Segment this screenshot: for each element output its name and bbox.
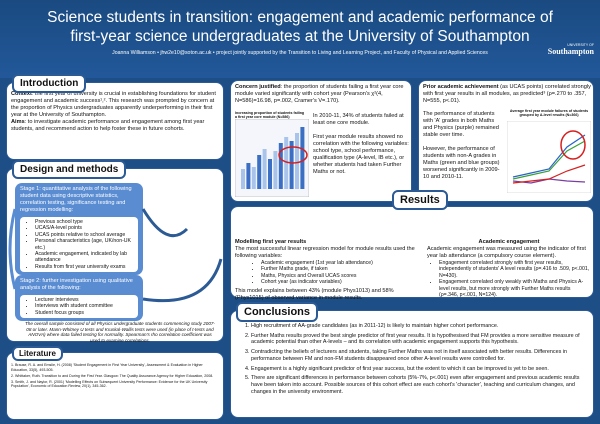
list-item: UCAS/A-level points xyxy=(35,225,135,231)
list-item: Academic engagement, indicated by lab at… xyxy=(35,251,135,264)
list-item: There are significant differences in per… xyxy=(251,375,591,395)
literature-item: 3. Smith, J. and Naylor, R. (2001) 'Mode… xyxy=(11,379,208,389)
stage2-list: Lecturer interviewsInterviews with stude… xyxy=(23,297,135,316)
university-logo: UNIVERSITY OF Southampton xyxy=(547,43,594,56)
list-item: Engagement correlated only weakly with M… xyxy=(439,279,591,298)
results-heading: Results xyxy=(392,190,448,210)
bar xyxy=(289,141,294,189)
modelling-section: Modelling first year results The most su… xyxy=(235,239,415,302)
poster-header xyxy=(0,0,600,78)
literature-heading: Literature xyxy=(12,346,63,361)
list-item: Engagement is a highly significant predi… xyxy=(251,366,591,373)
highlight-ellipse xyxy=(560,130,586,160)
design-box: Stage 1: quantitative analysis of the fo… xyxy=(6,168,224,343)
list-item: Previous school type xyxy=(35,219,135,225)
list-item: UCAS points relative to school average xyxy=(35,232,135,238)
bar xyxy=(268,159,272,189)
list-item: Student focus groups xyxy=(35,310,135,316)
concern-box: Concern justified: the proportion of stu… xyxy=(230,80,412,202)
concern-side-text2: First year module results showed no corr… xyxy=(313,134,409,175)
conclusions-box: High recruitment of AA-grade candidates … xyxy=(230,310,594,418)
stage2-panel: Stage 2: further investigation using qua… xyxy=(15,275,143,322)
concern-side-text1: In 2010-11, 34% of students failed at le… xyxy=(313,113,404,126)
introduction-text: Context: the first year of university is… xyxy=(11,91,216,132)
bar xyxy=(295,133,299,189)
design-heading: Design and methods xyxy=(12,160,127,179)
list-item: Further Maths results proved the best si… xyxy=(251,333,591,346)
bar xyxy=(257,155,262,189)
stage1-list: Previous school typeUCAS/A-level pointsU… xyxy=(23,219,135,270)
prior-achievement-box: Prior academic achievement (as UCAS poin… xyxy=(418,80,594,202)
engagement-section: Academic engagement Academic engagement … xyxy=(427,239,591,298)
bar xyxy=(241,169,245,189)
introduction-heading: Introduction xyxy=(12,74,87,93)
concern-chart-caption: Increasing proportion of students failin… xyxy=(235,111,305,119)
literature-list: 1. Brause, R. A. and Emslie, H. (2008) '… xyxy=(11,363,219,390)
series-line xyxy=(512,140,586,180)
list-item: Maths, Physics and Overall UCAS scores xyxy=(261,273,415,279)
prior-chart-caption: Average first year module failures of st… xyxy=(509,109,589,117)
list-item: Contradicting the beliefs of lecturers a… xyxy=(251,349,591,362)
series-line xyxy=(512,164,586,184)
results-box: Modelling first year results The most su… xyxy=(230,206,594,301)
bar xyxy=(300,127,305,189)
introduction-box: Context: the first year of university is… xyxy=(6,82,224,160)
literature-item: 1. Brause, R. A. and Emslie, H. (2008) '… xyxy=(11,363,203,372)
stage1-panel: Stage 1: quantitative analysis of the fo… xyxy=(15,183,143,276)
list-item: Academic engagement (1st year lab attend… xyxy=(261,260,415,266)
literature-box: 1. Brause, R. A. and Emslie, H. (2008) '… xyxy=(6,352,224,420)
literature-item: 2. Whittaker, Ruth. Transition to and Du… xyxy=(11,373,214,378)
list-item: Cohort year (as indicator variables) xyxy=(261,279,415,285)
highlight-ellipse xyxy=(278,146,308,164)
poster-title-line2: first-year science undergraduates at the… xyxy=(70,28,530,45)
flow-arrows xyxy=(8,208,223,303)
bar xyxy=(246,163,251,189)
list-item: High recruitment of AA-grade candidates … xyxy=(251,323,591,330)
list-item: Personal characteristics (age, UK/non-UK… xyxy=(35,238,135,251)
poster-title-line1: Science students in transition: engageme… xyxy=(47,9,553,26)
list-item: Results from first year university exams xyxy=(35,264,135,270)
failure-bar-chart xyxy=(235,119,309,197)
conclusions-heading: Conclusions xyxy=(236,302,319,322)
bar xyxy=(273,151,278,189)
bar xyxy=(278,143,283,189)
list-item: Further Maths grade, if taken xyxy=(261,266,415,272)
prior-side-text1: The performance of students with 'A' gra… xyxy=(423,111,499,138)
bar xyxy=(284,137,289,189)
list-item: Lecturer interviews xyxy=(35,297,135,303)
grade-line-chart xyxy=(507,121,591,193)
bar xyxy=(262,149,267,189)
poster-authors: Joanna Williamson • jhw2e10@soton.ac.uk … xyxy=(112,50,488,56)
list-item: Interviews with student committee xyxy=(35,303,135,309)
prior-side-text2: However, the performance of students wit… xyxy=(423,146,500,180)
list-item: Engagement correlated strongly with firs… xyxy=(439,260,591,279)
design-note: The overall sample consisted of all Phys… xyxy=(25,321,215,343)
conclusions-list: High recruitment of AA-grade candidates … xyxy=(239,323,591,398)
bar xyxy=(251,167,256,189)
series-line xyxy=(512,134,586,178)
